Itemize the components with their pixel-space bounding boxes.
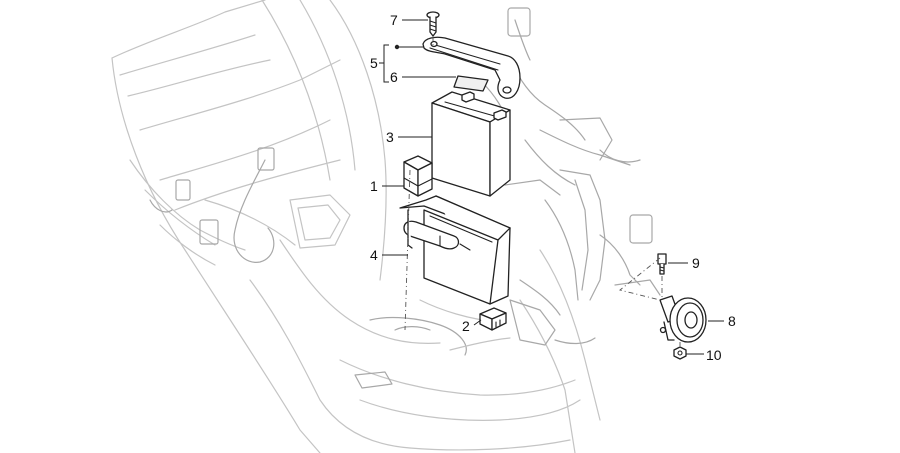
callout-4: 4 [370, 247, 378, 263]
callout-3: 3 [386, 129, 394, 145]
leader-lines [379, 19, 724, 355]
callout-2: 2 [462, 318, 470, 334]
callout-10: 10 [706, 347, 722, 363]
callout-6: 6 [390, 69, 398, 85]
screw-part-7 [426, 11, 440, 37]
connector-part-2 [479, 307, 507, 331]
strap-pad-part-6 [453, 75, 489, 92]
callout-7: 7 [390, 12, 398, 28]
assembly-dot-icon [394, 44, 400, 50]
bolt-part-9 [657, 253, 667, 275]
nut-part-10 [673, 346, 687, 360]
callout-8: 8 [728, 313, 736, 329]
scooter-frame [111, 0, 661, 453]
fuse-box-part-1 [403, 155, 433, 197]
callout-5: 5 [370, 55, 378, 71]
horn-part-8 [659, 295, 707, 343]
assembly-centerlines [404, 36, 681, 346]
callout-labels: 7 5 6 3 1 4 2 9 8 10 [370, 12, 736, 363]
battery-part-3 [431, 91, 511, 197]
callout-9: 9 [692, 255, 700, 271]
battery-tray-part-4 [399, 195, 511, 305]
battery-strap-part-5 [422, 36, 521, 99]
callout-1: 1 [370, 178, 378, 194]
